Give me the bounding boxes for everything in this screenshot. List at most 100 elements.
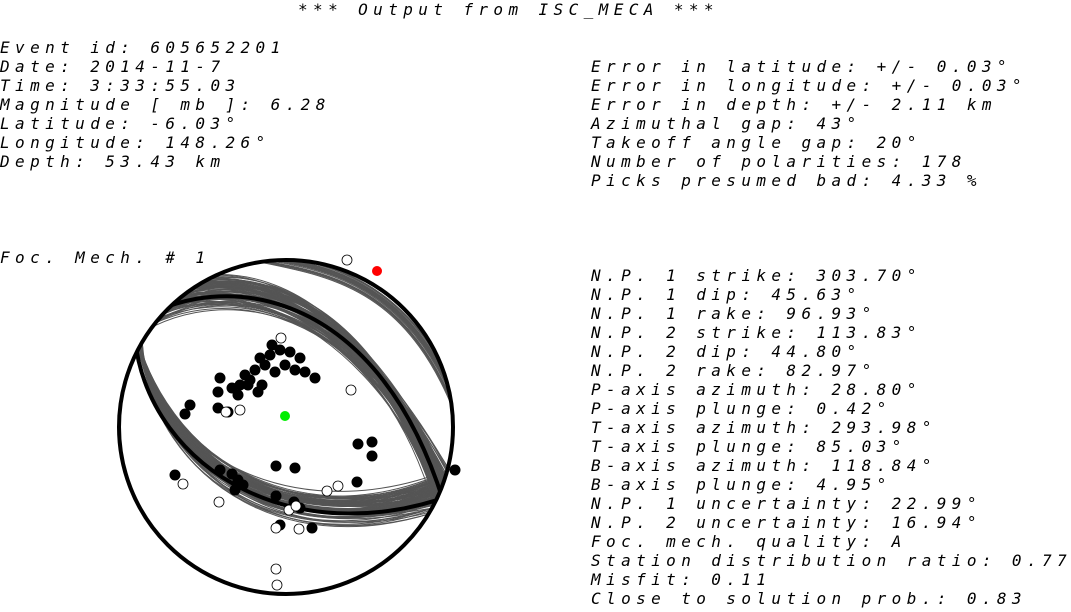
- dilatation-polarity-dot: [220, 406, 232, 418]
- dilatation-polarity-dot: [234, 404, 246, 416]
- info-line: Depth: 53.43 km: [0, 152, 226, 171]
- uncertainty-line: [197, 260, 453, 418]
- compression-polarity-dot: [279, 359, 291, 371]
- uncertainty-line: [202, 260, 453, 423]
- info-line: B-axis azimuth: 118.84°: [591, 456, 937, 475]
- compression-polarity-dot: [264, 349, 276, 361]
- compression-polarity-dot: [252, 386, 264, 398]
- info-line: Magnitude [ mb ]: 6.28: [0, 95, 331, 114]
- mechanism-info: N.P. 1 strike: 303.70°N.P. 1 dip: 45.63°…: [591, 266, 1071, 608]
- info-line: N.P. 1 uncertainty: 22.99°: [591, 494, 982, 513]
- info-line: Latitude: -6.03°: [0, 114, 241, 133]
- info-line: Time: 3:33:55.03: [0, 76, 241, 95]
- info-line: Picks presumed bad: 4.33 %: [591, 171, 982, 190]
- dilatation-polarity-dot: [213, 496, 225, 508]
- info-line: Date: 2014-11-7: [0, 57, 226, 76]
- dilatation-polarity-dot: [177, 478, 189, 490]
- dilatation-polarity-dot: [321, 485, 333, 497]
- uncertainty-line: [200, 260, 453, 421]
- dilatation-polarity-dot: [275, 332, 287, 344]
- info-line: Error in depth: +/- 2.11 km: [591, 95, 997, 114]
- np1-uncertainty-line: [119, 304, 453, 493]
- compression-polarity-dot: [366, 450, 378, 462]
- compression-polarity-dot: [237, 479, 249, 491]
- info-line: N.P. 2 strike: 113.83°: [591, 323, 922, 342]
- info-line: B-axis plunge: 4.95°: [591, 475, 892, 494]
- np2-uncertainty-line: [130, 307, 453, 497]
- compression-polarity-dot: [270, 460, 282, 472]
- compression-polarity-dot: [299, 366, 311, 378]
- info-line: T-axis plunge: 85.03°: [591, 437, 907, 456]
- dilatation-polarity-dot: [290, 500, 302, 512]
- uncertainty-line: [204, 260, 453, 425]
- foc-mech-label: Foc. Mech. # 1: [0, 248, 211, 267]
- np2-uncertainty-line: [129, 303, 453, 505]
- compression-polarity-dot: [289, 364, 301, 376]
- info-line: T-axis azimuth: 293.98°: [591, 418, 937, 437]
- info-line: N.P. 2 uncertainty: 16.94°: [591, 513, 982, 532]
- uncertainty-line: [186, 260, 453, 407]
- compression-polarity-dot: [212, 386, 224, 398]
- info-line: N.P. 1 strike: 303.70°: [591, 266, 922, 285]
- info-line: Longitude: 148.26°: [0, 133, 271, 152]
- dilatation-polarity-dot: [271, 579, 283, 591]
- uncertainty-line: [189, 260, 453, 410]
- info-line: Number of polarities: 178: [591, 152, 967, 171]
- compression-polarity-dot: [294, 352, 306, 364]
- compression-polarity-dot: [184, 399, 196, 411]
- compression-polarity-dot: [242, 379, 254, 391]
- compression-polarity-dot: [249, 364, 261, 376]
- compression-polarity-dot: [352, 438, 364, 450]
- info-line: P-axis plunge: 0.42°: [591, 399, 892, 418]
- compression-polarity-dot: [309, 372, 321, 384]
- info-line: Event id: 605652201: [0, 38, 286, 57]
- dilatation-polarity-dot: [332, 480, 344, 492]
- t-axis-marker: [280, 411, 290, 421]
- compression-polarity-dot: [289, 462, 301, 474]
- np2-uncertainty-line: [140, 339, 453, 503]
- info-line: Station distribution ratio: 0.77: [591, 551, 1071, 570]
- info-line: N.P. 1 rake: 96.93°: [591, 304, 877, 323]
- compression-polarity-dot: [214, 372, 226, 384]
- np2-uncertainty-line: [139, 338, 453, 503]
- stereonet-boundary: [117, 258, 455, 596]
- info-line: Close to solution prob.: 0.83: [591, 589, 1027, 608]
- info-line: P-axis azimuth: 28.80°: [591, 380, 922, 399]
- compression-polarity-dot: [214, 464, 226, 476]
- page-title: *** Output from ISC_MECA ***: [298, 0, 719, 19]
- np2-uncertainty-line: [140, 338, 453, 506]
- compression-polarity-dot: [179, 408, 191, 420]
- info-line: N.P. 2 rake: 82.97°: [591, 361, 877, 380]
- uncertainty-line: [184, 260, 453, 405]
- compression-polarity-dot: [351, 476, 363, 488]
- info-line: Foc. mech. quality: A: [591, 532, 907, 551]
- dilatation-polarity-dot: [270, 522, 282, 534]
- info-line: Takeoff angle gap: 20°: [591, 133, 922, 152]
- compression-polarity-dot: [269, 366, 281, 378]
- info-line: N.P. 1 dip: 45.63°: [591, 285, 862, 304]
- compression-polarity-dot: [284, 346, 296, 358]
- info-line: N.P. 2 dip: 44.80°: [591, 342, 862, 361]
- info-line: Error in longitude: +/- 0.03°: [591, 76, 1027, 95]
- dilatation-polarity-dot: [345, 384, 357, 396]
- compression-polarity-dot: [229, 484, 241, 496]
- info-line: Misfit: 0.11: [591, 570, 772, 589]
- compression-polarity-dot: [232, 389, 244, 401]
- np2-uncertainty-line: [141, 342, 453, 497]
- dilatation-polarity-dot: [341, 254, 353, 266]
- uncertainty-line: [195, 260, 453, 416]
- compression-polarity-dot: [254, 352, 266, 364]
- compression-polarity-dot: [169, 469, 181, 481]
- info-line: Error in latitude: +/- 0.03°: [591, 57, 1012, 76]
- compression-polarity-dot: [226, 382, 238, 394]
- dilatation-polarity-dot: [293, 523, 305, 535]
- compression-polarity-dot: [270, 490, 282, 502]
- dilatation-polarity-dot: [270, 563, 282, 575]
- error-info: Error in latitude: +/- 0.03°Error in lon…: [591, 57, 1027, 190]
- nodal-plane-1: [123, 294, 447, 594]
- compression-polarity-dot: [366, 436, 378, 448]
- uncertainty-line: [207, 260, 453, 428]
- info-line: Azimuthal gap: 43°: [591, 114, 862, 133]
- compression-polarity-dot: [449, 464, 461, 476]
